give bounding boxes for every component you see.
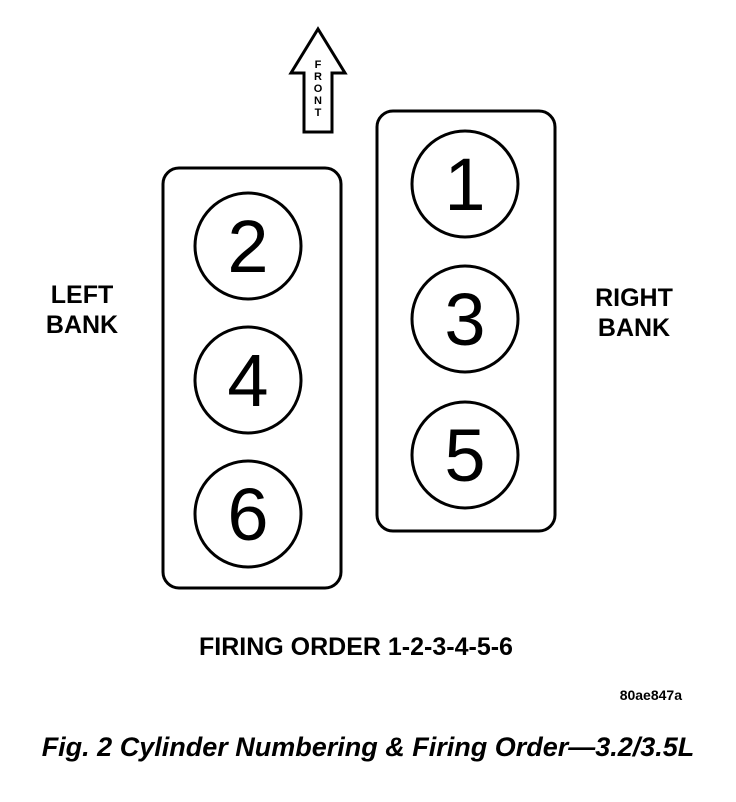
left-bank-block [161,166,343,590]
left-bank-cylinders: 2 4 6 [193,191,303,569]
front-arrow-letter: N [314,95,322,107]
cylinder-number: 1 [444,143,485,226]
cylinder-circle [193,325,303,435]
right-bank-block [375,109,557,533]
cylinder-number: 3 [444,278,485,361]
front-arrow-letter: F [315,59,322,71]
figure-code: 80ae847a [620,687,683,703]
front-arrow-letter: O [314,83,323,95]
right-bank-label-line1: RIGHT [595,284,673,312]
cylinder-number: 2 [227,205,268,288]
front-arrow-letter: R [314,71,322,83]
left-bank-label-line1: LEFT [51,281,114,309]
cylinder-number: 5 [444,414,485,497]
left-bank-label-line2: BANK [46,311,118,339]
cylinder-circle [410,264,520,374]
front-arrow-letter: T [315,107,322,119]
cylinder-circle [410,400,520,510]
cylinder-circle [193,191,303,301]
right-bank-cylinders: 1 3 5 [410,129,520,510]
figure-caption: Fig. 2 Cylinder Numbering & Firing Order… [41,732,695,762]
cylinder-circle [193,459,303,569]
cylinder-circle [410,129,520,239]
cylinder-number: 6 [227,473,268,556]
cylinder-number: 4 [227,339,268,422]
front-arrow: F R O N T [288,26,348,134]
right-bank-label-line2: BANK [598,314,670,342]
firing-order-label: FIRING ORDER 1-2-3-4-5-6 [199,633,513,661]
